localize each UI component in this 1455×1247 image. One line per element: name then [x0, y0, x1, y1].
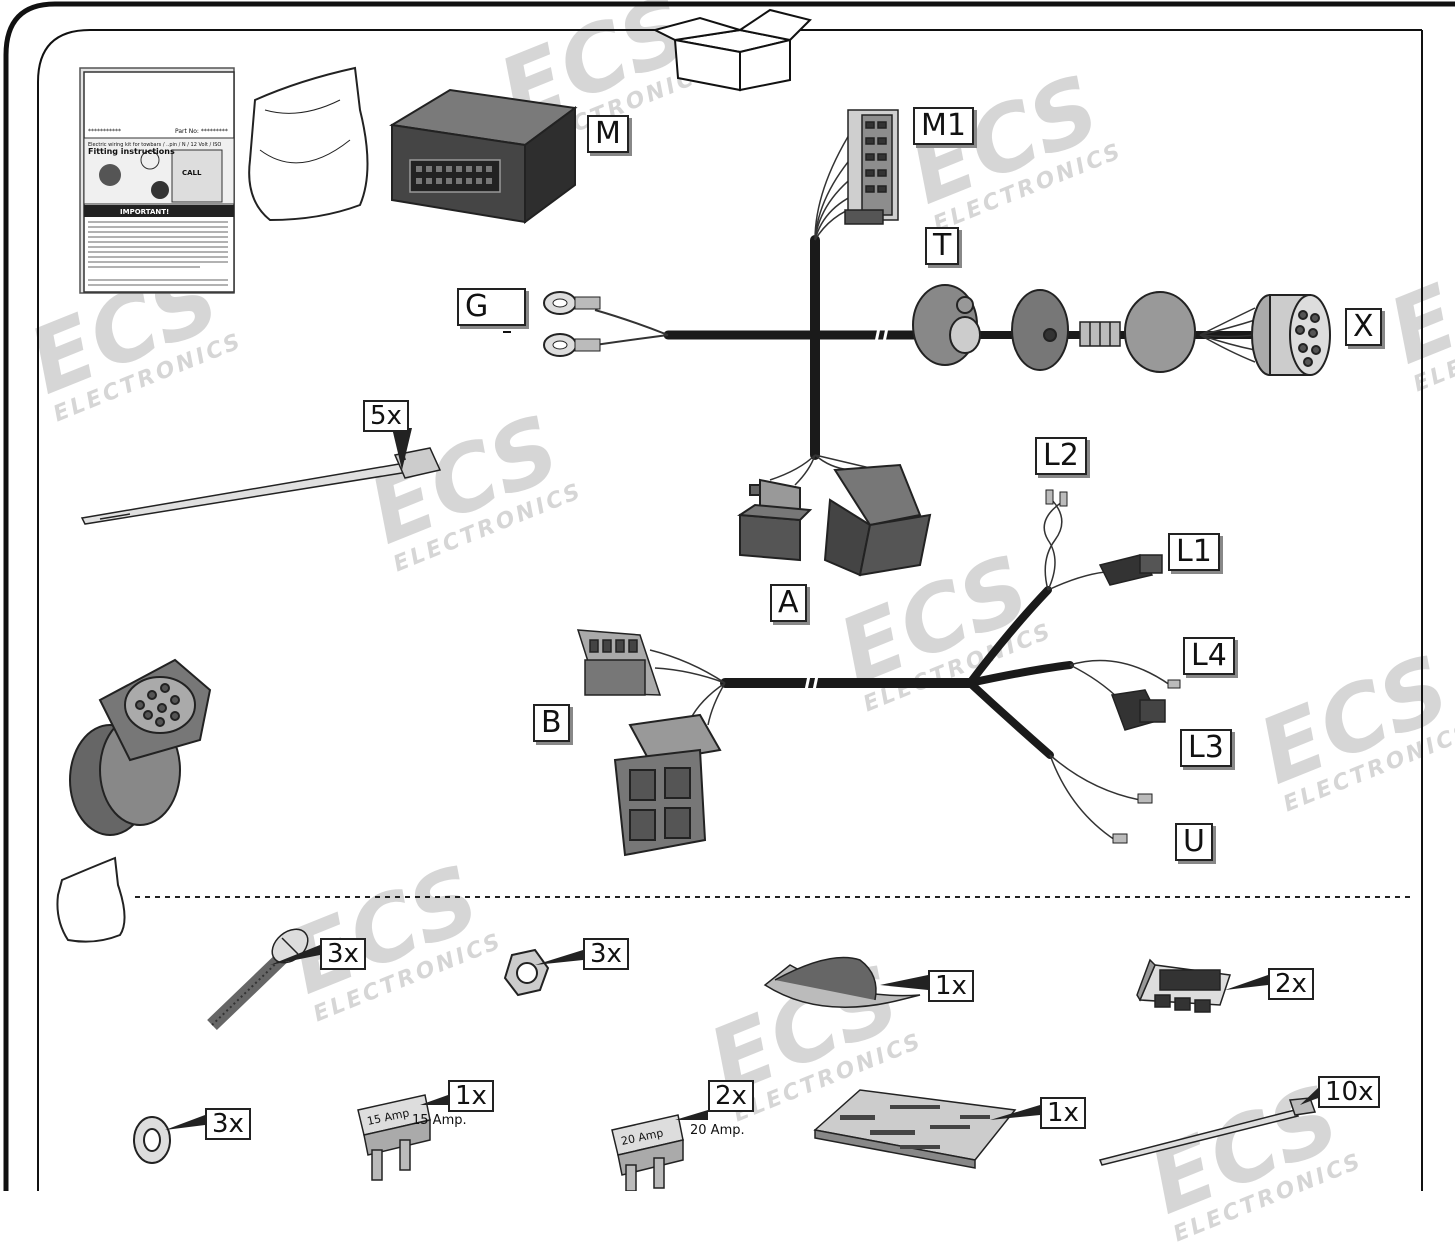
module-m: [389, 88, 578, 224]
qty-screw: 3x: [320, 938, 366, 970]
leader-connector: [1225, 975, 1268, 990]
qty-washer: 3x: [205, 1108, 251, 1140]
label-u: U: [1175, 823, 1213, 861]
trailer-socket: [69, 658, 212, 836]
svg-text:Fitting instructions: Fitting instructions: [88, 147, 175, 156]
label-l3: L3: [1180, 729, 1232, 767]
leader-tape: [880, 975, 928, 990]
label-b: B: [533, 704, 570, 742]
l2-terminals: [1045, 489, 1068, 507]
connector-a-large: [823, 463, 932, 577]
label-m1: M1: [913, 107, 974, 145]
x-wires: [1199, 307, 1256, 363]
bellows: [1079, 321, 1121, 347]
qty-cable-tie-large: 5x: [363, 400, 409, 432]
qty-fuse-20: 2x: [708, 1080, 754, 1112]
connector-b-small: [576, 629, 662, 696]
wiring-kit-diagram: Part No: ********* *********** Electric …: [3, 1, 1455, 1191]
plug-l1: [1098, 554, 1163, 586]
outer-frame: [3, 1, 1455, 1191]
l1-wire: [1047, 571, 1106, 591]
b-wires: [649, 649, 726, 726]
grommet-3: [1124, 291, 1196, 373]
qty-cable-tie-small: 10x: [1318, 1076, 1381, 1108]
qty-connector: 2x: [1268, 968, 1314, 1000]
svg-text:Part No: *********: Part No: *********: [175, 128, 228, 135]
leader-tie-small: [1300, 1088, 1318, 1105]
svg-text:IMPORTANT!: IMPORTANT!: [120, 208, 169, 216]
label-g: G: [457, 288, 527, 326]
rear-harness: [720, 586, 1074, 759]
label-m: M: [587, 115, 629, 153]
grommet-t: [912, 284, 981, 366]
box-icon: [652, 8, 812, 92]
leader-screw: [270, 945, 320, 965]
fuse-15-caption: 15 Amp.: [412, 1113, 467, 1128]
socket-plug-x: [1251, 294, 1331, 376]
l4-terminal: [1167, 679, 1181, 689]
label-l2: L2: [1035, 437, 1087, 475]
label-l4: L4: [1183, 637, 1235, 675]
adhesive-pad: [813, 1089, 1017, 1169]
label-x: X: [1345, 308, 1382, 346]
screw: [207, 928, 309, 1031]
grommet-2: [1011, 289, 1069, 371]
plastic-bag: [248, 66, 369, 222]
leader-nut: [535, 950, 583, 965]
fuse-20: 20 Amp: [611, 1114, 684, 1191]
instruction-manual: Part No: ********* *********** Electric …: [79, 67, 235, 294]
small-bag: [56, 856, 126, 943]
inner-frame: [37, 29, 1423, 1191]
label-a: A: [770, 584, 807, 622]
tape: [763, 956, 921, 1008]
qty-nut: 3x: [583, 938, 629, 970]
qty-pad: 1x: [1040, 1097, 1086, 1129]
label-t: T: [925, 227, 960, 265]
connector-a-small: [737, 478, 813, 562]
leader-5x-arrow: [392, 428, 412, 470]
leader-pad: [990, 1105, 1040, 1120]
fuse-15: 15 Amp: [357, 1094, 431, 1181]
svg-text:***********: ***********: [88, 128, 121, 135]
cable-tie-large: [80, 447, 442, 525]
wire-break-b: [803, 670, 820, 696]
wire-break: [873, 322, 890, 348]
label-l1: L1: [1168, 533, 1220, 571]
cable-tie-small: [1098, 1097, 1317, 1166]
washer: [133, 1116, 171, 1164]
qty-fuse-15: 1x: [448, 1080, 494, 1112]
connector-b-large: [613, 713, 722, 857]
qty-tape: 1x: [928, 970, 974, 1002]
plug-l3: [1110, 689, 1166, 731]
fuse-20-caption: 20 Amp.: [690, 1123, 745, 1138]
u-terminals: [1112, 793, 1153, 844]
svg-text:CALL: CALL: [182, 169, 202, 177]
leader-washer: [165, 1115, 205, 1130]
leader-fuse15: [420, 1095, 448, 1105]
ground-eyelets: [543, 291, 669, 357]
l4-wire: [1069, 659, 1171, 686]
svg-text:Electric wiring kit for towbar: Electric wiring kit for towbars / ..pin …: [88, 142, 221, 148]
l2-wires: [1043, 499, 1063, 591]
nut: [503, 948, 550, 997]
connector-m1: [844, 109, 899, 225]
u-wires: [1049, 754, 1141, 841]
leader-fuse20: [675, 1110, 708, 1120]
small-connector: [1136, 958, 1231, 1013]
